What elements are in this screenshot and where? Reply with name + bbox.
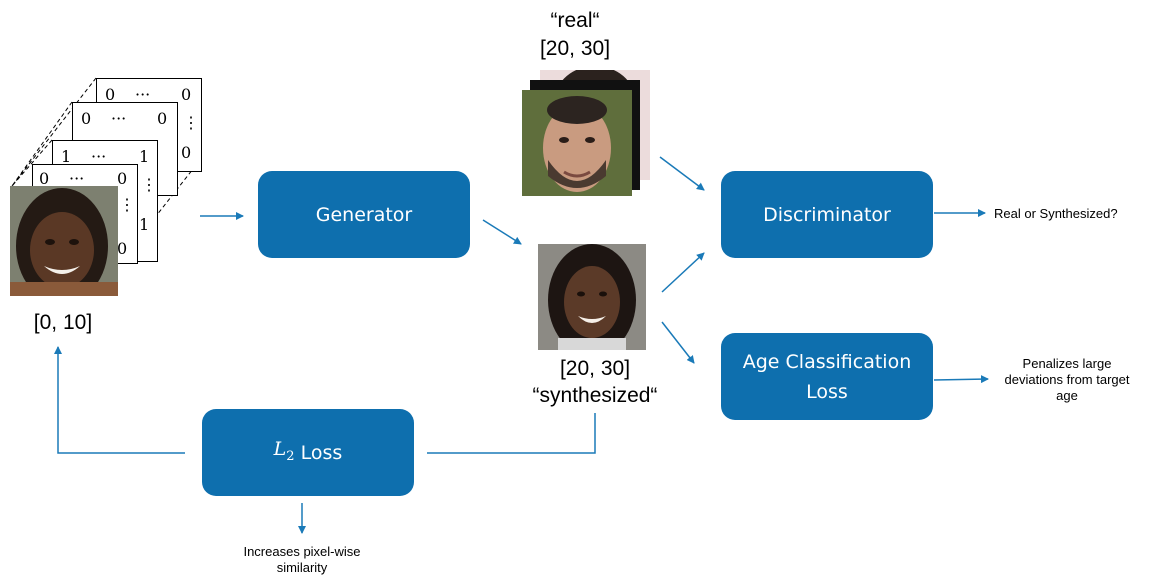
input-age-range-label: [0, 10] bbox=[33, 311, 93, 334]
tensor-cell-one: 1 bbox=[139, 215, 150, 234]
tensor-cell-zero: 0 bbox=[105, 85, 116, 104]
tensor-cell-dots: ··· bbox=[135, 85, 151, 104]
tensor-cell-zero: 0 bbox=[81, 109, 92, 128]
arrow-age-to-note bbox=[933, 375, 989, 384]
l2-symbol-letter: L bbox=[273, 437, 287, 460]
synthesized-age-range-label: [20, 30] bbox=[559, 357, 631, 380]
arrow-synth-to-age bbox=[661, 321, 695, 364]
real-quote-label: “real“ bbox=[550, 9, 600, 32]
arrow-synth-to-disc bbox=[661, 252, 705, 293]
synthesized-face-photo bbox=[538, 244, 646, 350]
tensor-cell-dots: ··· bbox=[111, 109, 127, 128]
tensor-cell-zero: 0 bbox=[117, 169, 128, 188]
arrow-generator-to-synth bbox=[482, 219, 522, 245]
age-loss-note: Penalizes large deviations from target a… bbox=[1004, 356, 1130, 403]
synthesized-quote-label: “synthesized“ bbox=[532, 384, 658, 407]
l2-loss-note: Increases pixel-wise similarity bbox=[243, 544, 361, 575]
tensor-cell-zero: 0 bbox=[157, 109, 168, 128]
tensor-cell-dots: ··· bbox=[69, 169, 85, 188]
tensor-cell-zero: 0 bbox=[39, 169, 50, 188]
arrow-l2-to-input bbox=[54, 346, 185, 454]
l2-symbol-subscript: 2 bbox=[286, 448, 295, 464]
discriminator-box: Discriminator bbox=[721, 171, 933, 258]
tensor-cell-dots: ··· bbox=[91, 147, 107, 166]
age-classification-loss-box: Age Classification Loss bbox=[721, 333, 933, 420]
tensor-cell-zero: 0 bbox=[181, 143, 192, 162]
tensor-cell-vdots: ⋮ bbox=[141, 175, 157, 194]
age-classification-loss-label: Age Classification Loss bbox=[742, 350, 912, 403]
l2-symbol: L2 bbox=[274, 434, 295, 472]
discriminator-output-label: Real or Synthesized? bbox=[994, 206, 1118, 221]
real-age-range-label: [20, 30] bbox=[539, 37, 611, 60]
arrow-real-to-disc bbox=[659, 156, 705, 191]
l2-loss-label: Loss bbox=[300, 441, 343, 464]
tensor-cell-one: 1 bbox=[139, 147, 150, 166]
tensor-cell-zero: 0 bbox=[117, 239, 128, 258]
tensor-cell-one: 1 bbox=[61, 147, 72, 166]
l2-loss-box: L2 Loss bbox=[202, 409, 414, 496]
tensor-cell-vdots: ⋮ bbox=[183, 113, 199, 132]
tensor-cell-vdots: ⋮ bbox=[119, 195, 135, 214]
tensor-cell-zero: 0 bbox=[181, 85, 192, 104]
generator-box: Generator bbox=[258, 171, 470, 258]
real-face-photo-front bbox=[522, 90, 632, 196]
child-face-photo bbox=[10, 186, 118, 296]
line-synth-to-l2 bbox=[427, 413, 596, 454]
